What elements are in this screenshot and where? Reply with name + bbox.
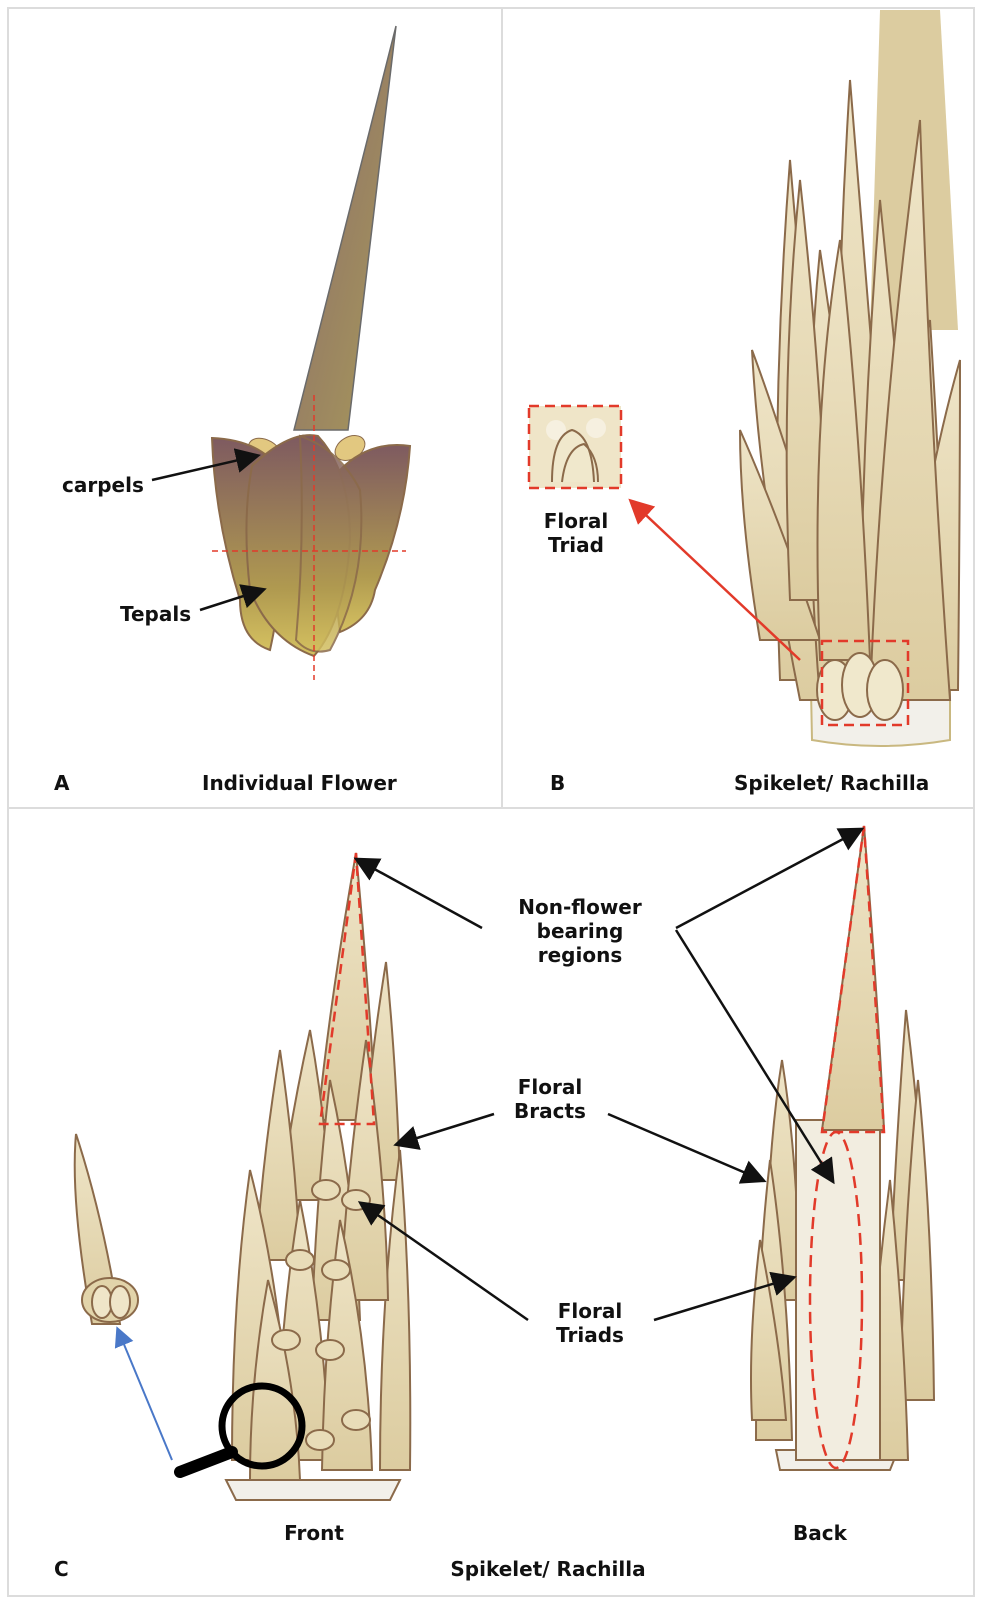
panel-c-letter: C: [54, 1557, 69, 1581]
single-bract-detail: [75, 1134, 138, 1324]
non-flower-label-line1: Non-flower: [518, 895, 642, 919]
front-label: Front: [284, 1521, 344, 1545]
panel-a-letter: A: [54, 771, 70, 795]
triads-label-line1: Floral: [558, 1299, 622, 1323]
front-spikelet: [226, 853, 410, 1500]
tepals-label: Tepals: [120, 602, 191, 626]
panel-a-flower: [212, 26, 410, 680]
panel-c-title: Spikelet/ Rachilla: [450, 1557, 645, 1581]
floral-triad-label-line1: Floral: [544, 509, 608, 533]
triads-label-line2: Triads: [556, 1323, 624, 1347]
bracts-label-line1: Floral: [518, 1075, 582, 1099]
panel-b-title: Spikelet/ Rachilla: [734, 771, 929, 795]
floral-triad-inset: Floral Triad: [529, 406, 621, 557]
non-flower-label-line3: regions: [538, 943, 622, 967]
bracts-callout: Floral Bracts: [398, 1075, 762, 1180]
panel-a-title: Individual Flower: [202, 771, 397, 795]
bracts-label-line2: Bracts: [514, 1099, 586, 1123]
floral-triad-label-line2: Triad: [548, 533, 604, 557]
carpels-label: carpels: [62, 473, 144, 497]
panel-b-letter: B: [550, 771, 565, 795]
triads-callout: Floral Triads: [362, 1204, 792, 1347]
back-label: Back: [793, 1521, 848, 1545]
non-flower-label-line2: bearing: [537, 919, 624, 943]
back-spikelet: [751, 826, 934, 1470]
detail-link-arrow: [118, 1330, 172, 1460]
